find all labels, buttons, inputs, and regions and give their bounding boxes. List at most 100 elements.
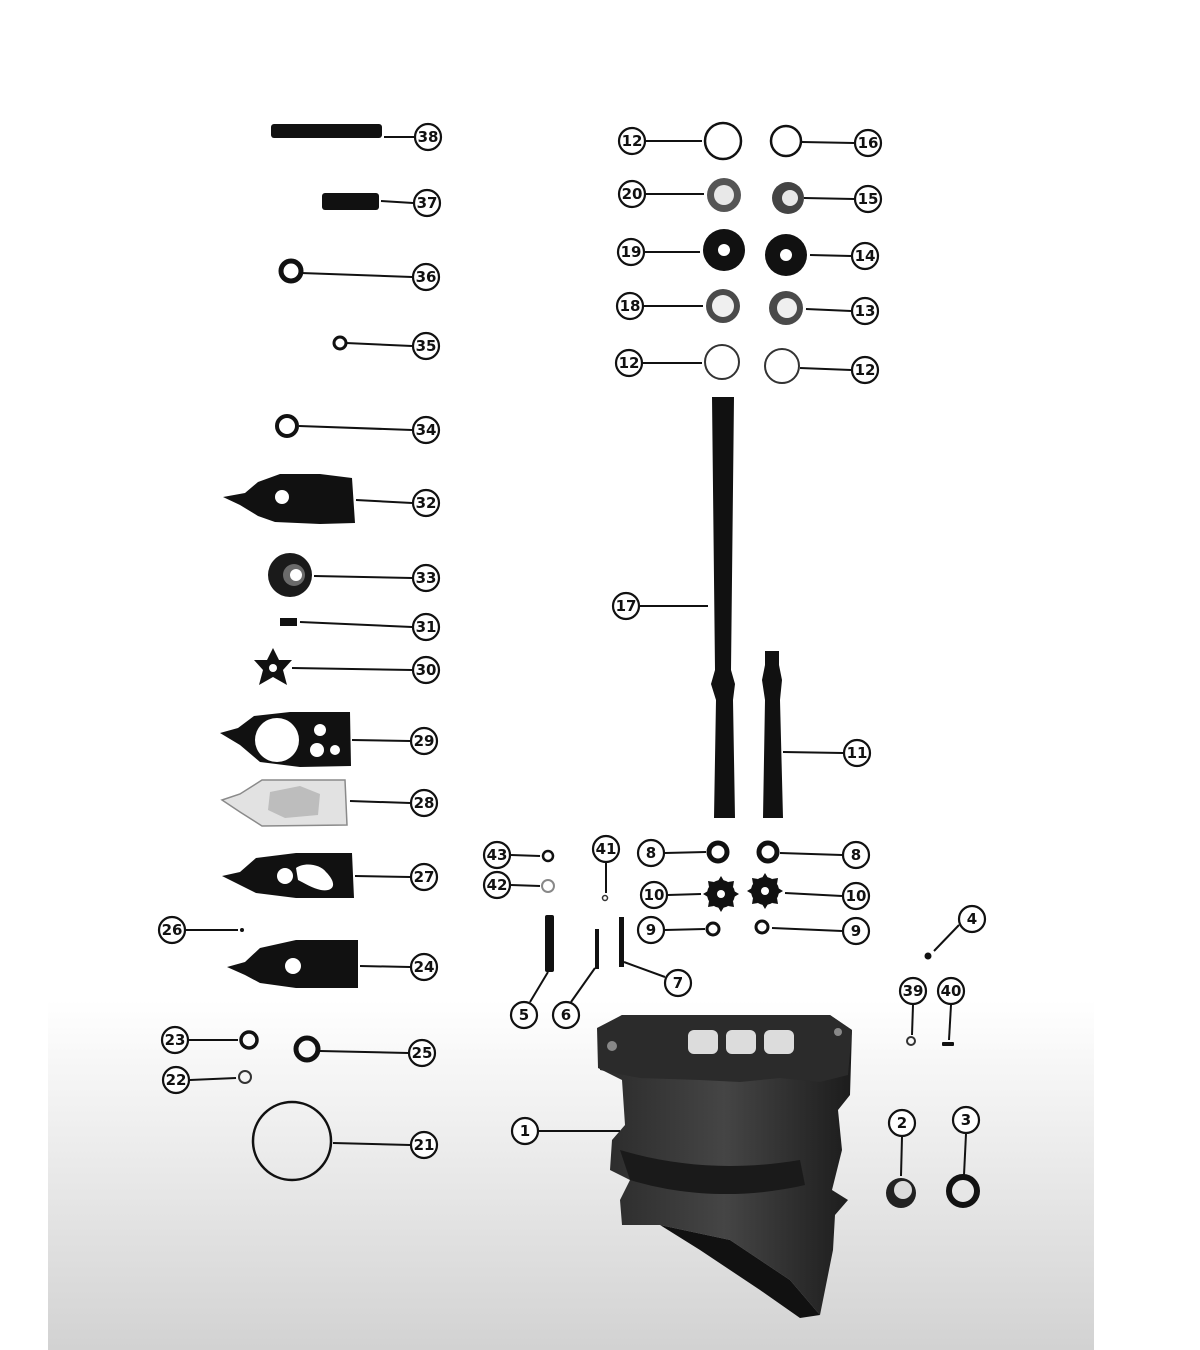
callout-number: 26 xyxy=(162,921,183,939)
leader-line xyxy=(298,425,413,431)
part-34-oring xyxy=(275,414,299,438)
part-33-seal-core xyxy=(290,569,302,581)
part-18-race-inner xyxy=(712,295,734,317)
callout-circle xyxy=(591,834,621,864)
leader-line xyxy=(782,751,844,754)
callout-circle xyxy=(615,291,645,321)
callout-36: 36 xyxy=(300,262,441,292)
part-37-sleeve xyxy=(322,193,379,210)
leader-line xyxy=(771,927,843,932)
callout-21: 21 xyxy=(332,1130,439,1160)
leader-line xyxy=(805,308,852,312)
leader-line xyxy=(510,884,541,887)
callout-16: 16 xyxy=(801,128,883,158)
callout-number: 30 xyxy=(416,661,437,679)
callout-number: 12 xyxy=(855,361,876,379)
callout-number: 1 xyxy=(520,1122,530,1140)
callout-circle xyxy=(482,840,512,870)
callout-3: 3 xyxy=(951,1105,981,1176)
leader-line xyxy=(809,254,852,257)
callout-circle xyxy=(841,840,871,870)
callout-34: 34 xyxy=(298,415,441,445)
callout-circle xyxy=(411,331,441,361)
callout-33: 33 xyxy=(313,563,441,593)
callout-number: 16 xyxy=(858,134,879,152)
callout-14: 14 xyxy=(809,241,880,271)
callout-circle xyxy=(850,355,880,385)
part-40-screw xyxy=(942,1042,954,1046)
callout-29: 29 xyxy=(351,726,439,756)
callout-number: 11 xyxy=(847,744,868,762)
leader-line xyxy=(933,924,960,952)
callout-number: 20 xyxy=(622,185,643,203)
callout-circle xyxy=(611,591,641,621)
callout-number: 10 xyxy=(846,887,867,905)
leader-line xyxy=(963,1133,967,1176)
callout-9: 9 xyxy=(636,915,706,945)
callout-number: 9 xyxy=(851,922,861,940)
callout-number: 13 xyxy=(855,302,876,320)
callout-circle xyxy=(887,1108,917,1138)
callout-number: 14 xyxy=(855,247,876,265)
callout-27: 27 xyxy=(354,862,439,892)
leader-line xyxy=(354,875,411,878)
callout-circle xyxy=(617,126,647,156)
part-32-plate xyxy=(223,474,355,524)
part-29-hole-b xyxy=(310,743,324,757)
callout-circle xyxy=(663,968,693,998)
part-20-bearing-inner xyxy=(714,185,734,205)
callout-circle xyxy=(412,188,442,218)
callout-8: 8 xyxy=(636,838,707,868)
callout-circle xyxy=(411,655,441,685)
callout-number: 10 xyxy=(644,886,665,904)
leader-line xyxy=(189,1077,237,1081)
part-12-washer-a xyxy=(703,121,743,161)
callout-number: 7 xyxy=(673,974,683,992)
callout-8: 8 xyxy=(779,840,871,870)
part-19-bearing-hole xyxy=(718,244,730,256)
callout-number: 19 xyxy=(621,243,642,261)
part-27-cutout xyxy=(296,864,334,891)
part-13-race-inner xyxy=(777,298,797,318)
callout-number: 27 xyxy=(414,868,435,886)
callout-circle xyxy=(636,915,666,945)
leader-line xyxy=(799,367,852,371)
callout-circle xyxy=(409,862,439,892)
leader-line xyxy=(529,971,549,1003)
part-11-shaft xyxy=(762,651,783,818)
callout-circle xyxy=(409,726,439,756)
callout-number: 8 xyxy=(646,844,656,862)
leader-line xyxy=(299,621,413,628)
callout-number: 12 xyxy=(622,132,643,150)
callout-25: 25 xyxy=(319,1038,437,1068)
callout-17: 17 xyxy=(611,591,708,621)
callout-number: 5 xyxy=(519,1006,529,1024)
callout-number: 29 xyxy=(414,732,435,750)
callout-circle xyxy=(936,976,966,1006)
leader-line xyxy=(510,854,541,857)
callout-18: 18 xyxy=(615,291,703,321)
part-14-bearing-hole xyxy=(780,249,792,261)
callout-5: 5 xyxy=(509,971,549,1030)
callout-12: 12 xyxy=(614,348,702,378)
callout-circle xyxy=(639,880,669,910)
callout-28: 28 xyxy=(349,788,439,818)
callout-circle xyxy=(482,870,512,900)
callout-number: 15 xyxy=(858,190,879,208)
callout-19: 19 xyxy=(616,237,700,267)
part-3-seal xyxy=(946,1174,980,1208)
leader-line xyxy=(313,575,413,579)
callout-circle xyxy=(409,1130,439,1160)
callout-circle xyxy=(411,488,441,518)
callout-23: 23 xyxy=(160,1025,238,1055)
callout-1: 1 xyxy=(510,1116,620,1146)
part-25-ring xyxy=(293,1035,321,1063)
callout-20: 20 xyxy=(617,179,704,209)
part-7-pin xyxy=(619,917,624,967)
part-10-gear-a xyxy=(703,876,739,912)
callout-4: 4 xyxy=(933,904,987,952)
part-9-nut-b xyxy=(754,919,770,935)
part-28-gasket-shade xyxy=(268,786,320,818)
part-35-ring xyxy=(332,335,348,351)
